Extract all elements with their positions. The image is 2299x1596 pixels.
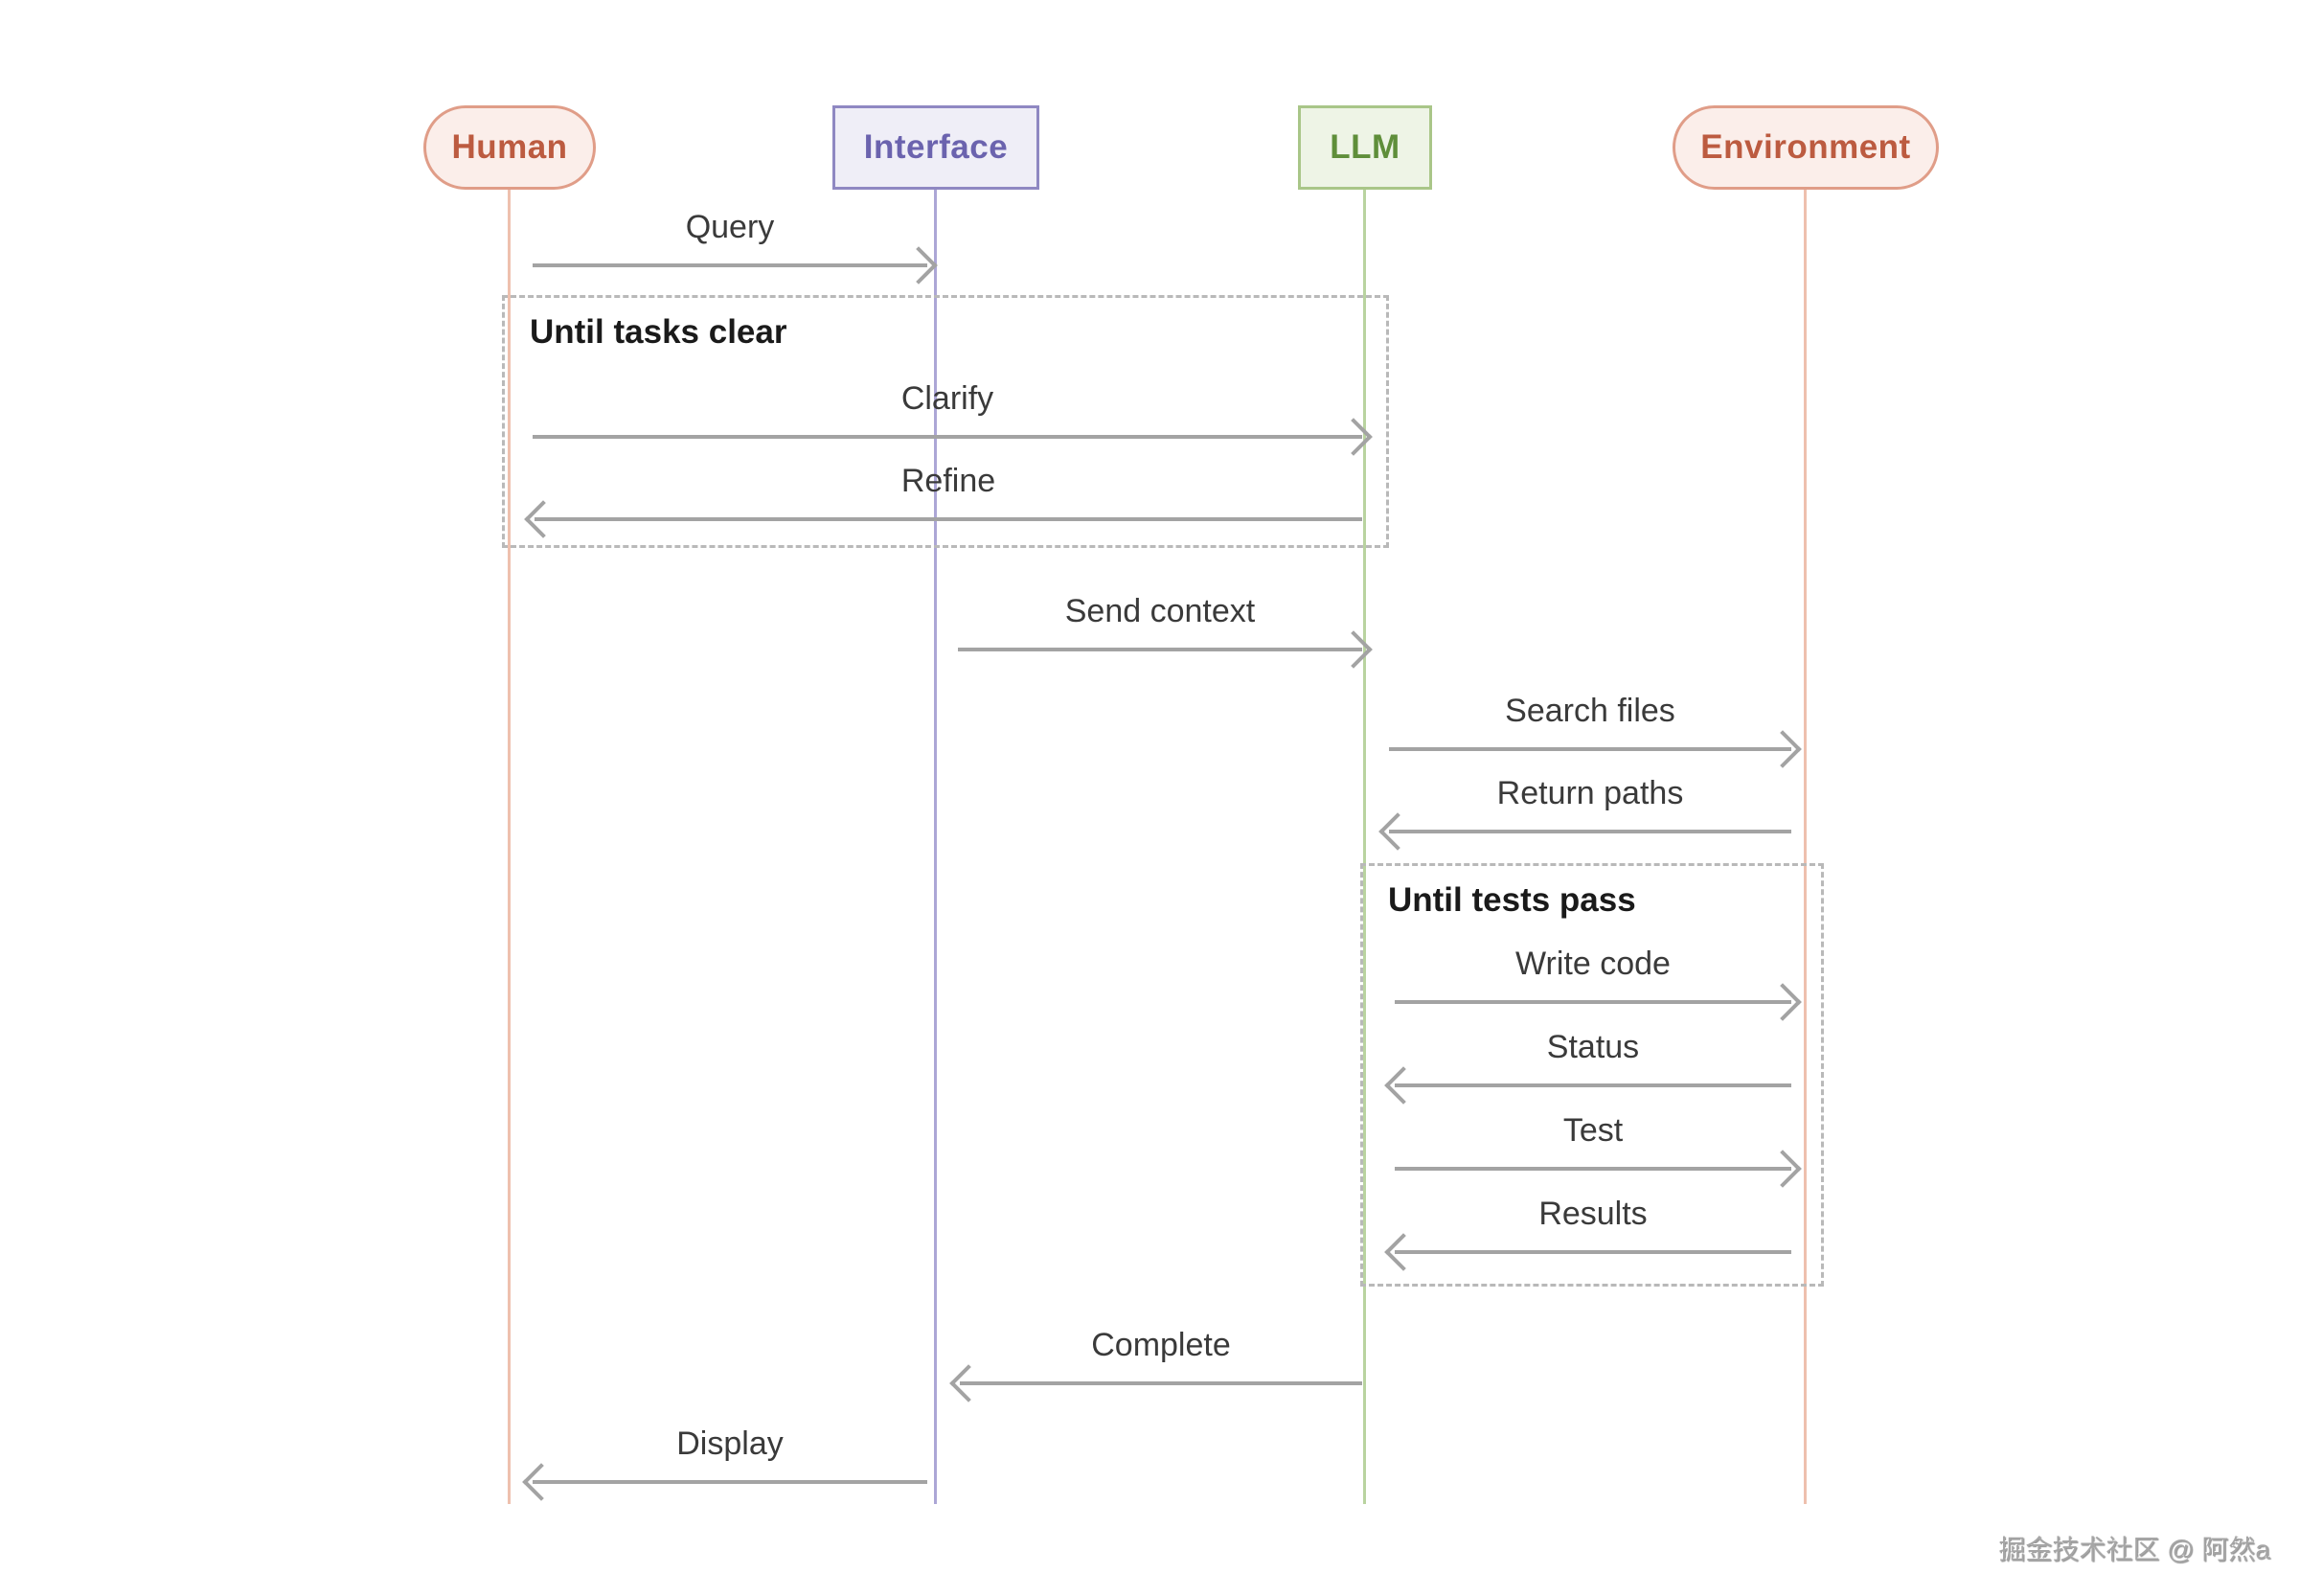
environment-lifeline	[1804, 190, 1807, 1504]
message-complete: Complete	[960, 1326, 1362, 1385]
llm-lifeline	[1363, 190, 1366, 1504]
message-test: Test	[1395, 1111, 1791, 1171]
actor-llm: LLM	[1298, 105, 1432, 190]
message-label: Status	[1546, 1029, 1640, 1065]
message-label: Write code	[1515, 946, 1671, 982]
arrow-left-icon	[535, 516, 1362, 521]
message-label: Results	[1538, 1196, 1648, 1232]
actor-interface: Interface	[832, 105, 1039, 190]
message-label: Display	[676, 1425, 784, 1462]
message-label: Send context	[1064, 593, 1256, 629]
message-label: Clarify	[900, 380, 994, 417]
message-clarify: Clarify	[533, 379, 1362, 439]
message-return-paths: Return paths	[1389, 774, 1791, 833]
loop-until-tests-pass: Until tests pass	[1360, 863, 1824, 1287]
arrow-left-icon	[1395, 1083, 1791, 1087]
arrow-left-icon	[1395, 1249, 1791, 1254]
arrow-right-icon	[1395, 999, 1791, 1004]
message-send-context: Send context	[958, 592, 1362, 651]
message-label: Test	[1562, 1112, 1624, 1149]
arrow-right-icon	[958, 647, 1362, 651]
arrow-left-icon	[1389, 829, 1791, 833]
message-refine: Refine	[535, 462, 1362, 521]
message-label: Refine	[900, 463, 996, 499]
human-lifeline	[508, 190, 511, 1504]
actor-environment: Environment	[1673, 105, 1939, 190]
message-search-files: Search files	[1389, 692, 1791, 751]
message-status: Status	[1395, 1028, 1791, 1087]
arrow-left-icon	[533, 1479, 927, 1484]
arrow-right-icon	[1389, 746, 1791, 751]
arrow-left-icon	[960, 1380, 1362, 1385]
actor-human: Human	[423, 105, 596, 190]
message-label: Return paths	[1496, 775, 1684, 811]
message-query: Query	[533, 208, 927, 267]
interface-lifeline	[934, 190, 937, 1504]
message-results: Results	[1395, 1195, 1791, 1254]
message-label: Complete	[1091, 1327, 1231, 1363]
loop-title: Until tasks clear	[530, 313, 787, 351]
arrow-right-icon	[533, 434, 1362, 439]
loop-title: Until tests pass	[1388, 881, 1636, 919]
message-display: Display	[533, 1425, 927, 1484]
message-write-code: Write code	[1395, 945, 1791, 1004]
message-label: Search files	[1505, 693, 1675, 729]
arrow-right-icon	[1395, 1166, 1791, 1171]
arrow-right-icon	[533, 262, 927, 267]
watermark: 掘金技术社区 @ 阿然a	[1998, 1535, 2270, 1564]
message-label: Query	[685, 209, 775, 245]
loop-until-tasks-clear: Until tasks clear	[502, 295, 1389, 548]
